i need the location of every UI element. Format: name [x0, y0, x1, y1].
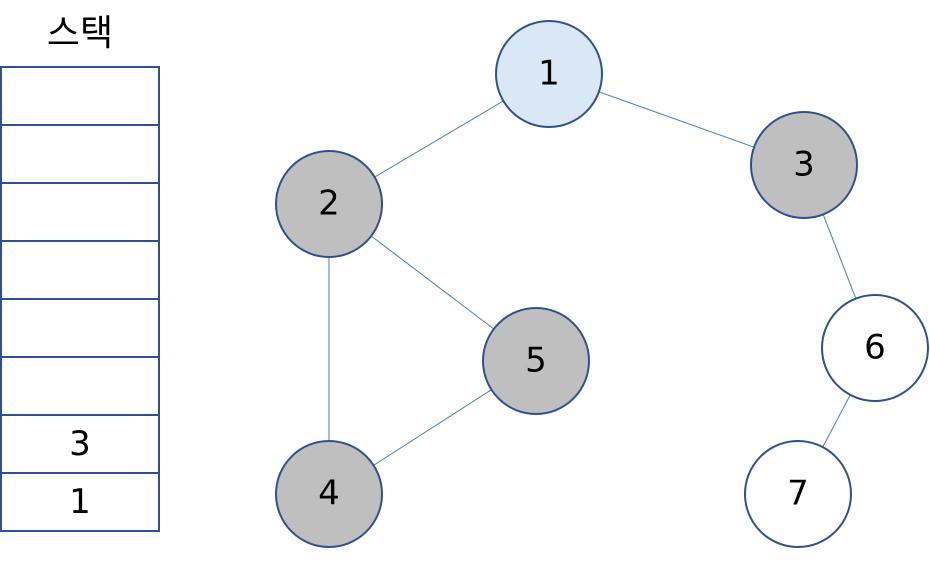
node-5: 5 [482, 307, 590, 415]
node-4: 4 [275, 440, 383, 548]
node-3: 3 [750, 111, 858, 219]
stack-cell [0, 240, 160, 300]
node-7: 7 [744, 440, 852, 548]
node-circle [750, 111, 858, 219]
node-circle [275, 440, 383, 548]
node-label: 2 [318, 184, 340, 224]
edge-1-2 [374, 100, 504, 178]
node-label: 1 [538, 54, 560, 94]
node-circle [821, 294, 929, 402]
stack-cell [0, 182, 160, 242]
stack-cell: 1 [0, 472, 160, 532]
edge-4-5 [373, 389, 492, 466]
node-2: 2 [275, 150, 383, 258]
node-circle [482, 307, 590, 415]
node-label: 7 [787, 474, 809, 514]
stack-cell [0, 356, 160, 416]
node-circle [275, 150, 383, 258]
edge-2-5 [370, 235, 495, 330]
edge-6-7 [822, 394, 851, 448]
node-6: 6 [821, 294, 929, 402]
node-circle [744, 440, 852, 548]
node-1: 1 [495, 20, 603, 128]
edge-3-6 [822, 214, 857, 299]
node-label: 3 [793, 145, 815, 185]
node-circle [495, 20, 603, 128]
stack: 3 1 [0, 66, 160, 532]
node-label: 5 [525, 341, 547, 381]
node-label: 6 [864, 328, 886, 368]
stack-cell: 3 [0, 414, 160, 474]
node-label: 4 [318, 474, 340, 514]
edge-1-3 [598, 91, 755, 148]
stack-title: 스택 [46, 13, 114, 54]
stack-cell [0, 66, 160, 126]
